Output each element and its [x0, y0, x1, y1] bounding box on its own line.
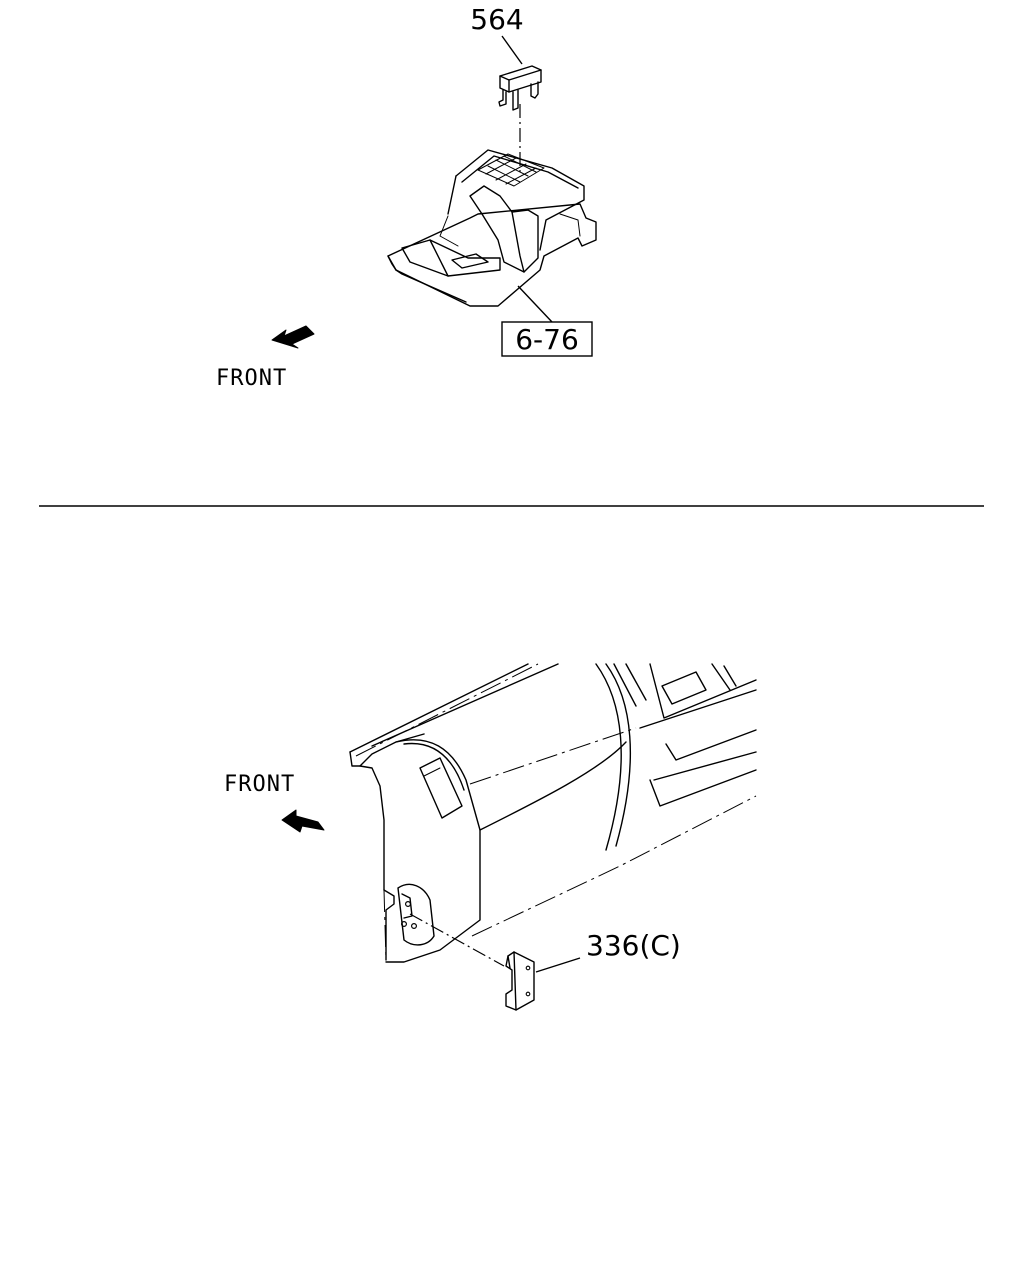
leader-336c — [535, 957, 581, 973]
label-6-76: 6-76 — [515, 323, 579, 356]
front-label-bottom: FRONT — [224, 772, 295, 797]
leader-6-76 — [517, 285, 553, 323]
arrow-up-left-icon — [281, 809, 325, 833]
callout-box-6-76 — [501, 321, 593, 357]
label-564: 564 — [470, 3, 523, 36]
arrow-down-left-icon — [271, 325, 315, 349]
bracket-part-336c — [505, 951, 535, 1011]
console-part — [387, 149, 597, 307]
clip-part-564 — [498, 65, 542, 111]
leader-564 — [501, 35, 523, 65]
dashboard-part — [349, 663, 757, 963]
bottom-section: 336(C) FRONT — [224, 663, 757, 1011]
connector-336c — [409, 913, 505, 967]
label-336c: 336(C) — [586, 929, 681, 962]
top-section: 6-76 564 FRONT — [216, 3, 597, 391]
front-label-top: FRONT — [216, 366, 287, 391]
